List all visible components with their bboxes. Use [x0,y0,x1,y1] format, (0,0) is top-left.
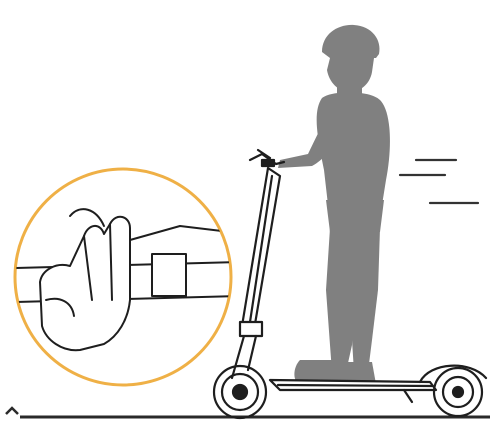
motion-lines-icon [400,160,478,203]
brake-lever-inset [14,169,240,385]
rider-silhouette-icon [278,25,390,384]
